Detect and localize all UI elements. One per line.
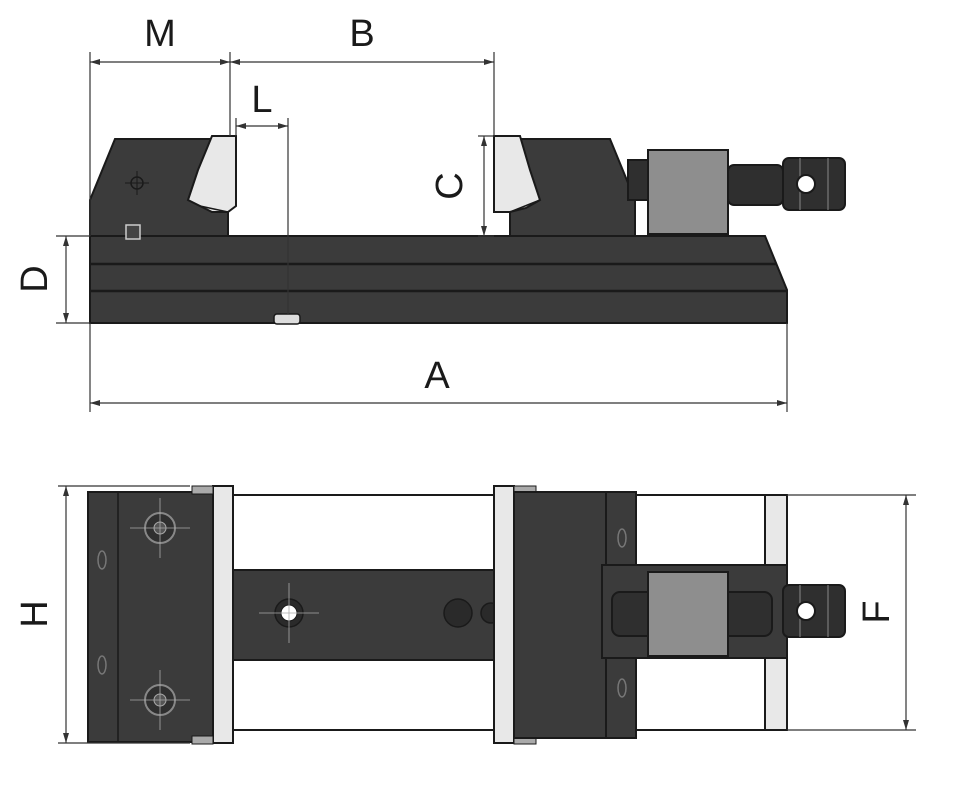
dim-label-h: H <box>14 600 56 627</box>
dim-label-d: D <box>14 265 56 292</box>
moving-jaw-body <box>509 138 636 237</box>
dim-label-l: L <box>251 79 272 121</box>
dim-label-a: A <box>424 355 450 397</box>
dim-label-c: C <box>429 172 471 199</box>
fixed-jaw-body <box>89 138 229 237</box>
top-view <box>58 485 916 745</box>
fixed-jaw-plate <box>186 135 237 213</box>
top-moving-jaw <box>513 491 607 739</box>
bolt-icon <box>130 498 190 558</box>
vise-base <box>89 235 788 324</box>
top-fixed-jaw-plate <box>212 485 234 744</box>
bolt-icon <box>130 670 190 730</box>
top-moving-jaw-plate <box>493 485 515 744</box>
dim-label-m: M <box>144 13 176 55</box>
top-screw-nut-block <box>647 571 729 657</box>
screw-nut-block <box>647 149 729 235</box>
dim-label-b: B <box>349 13 374 55</box>
side-view <box>56 52 846 412</box>
dim-label-f: F <box>856 600 898 623</box>
screw-shaft <box>727 164 784 206</box>
